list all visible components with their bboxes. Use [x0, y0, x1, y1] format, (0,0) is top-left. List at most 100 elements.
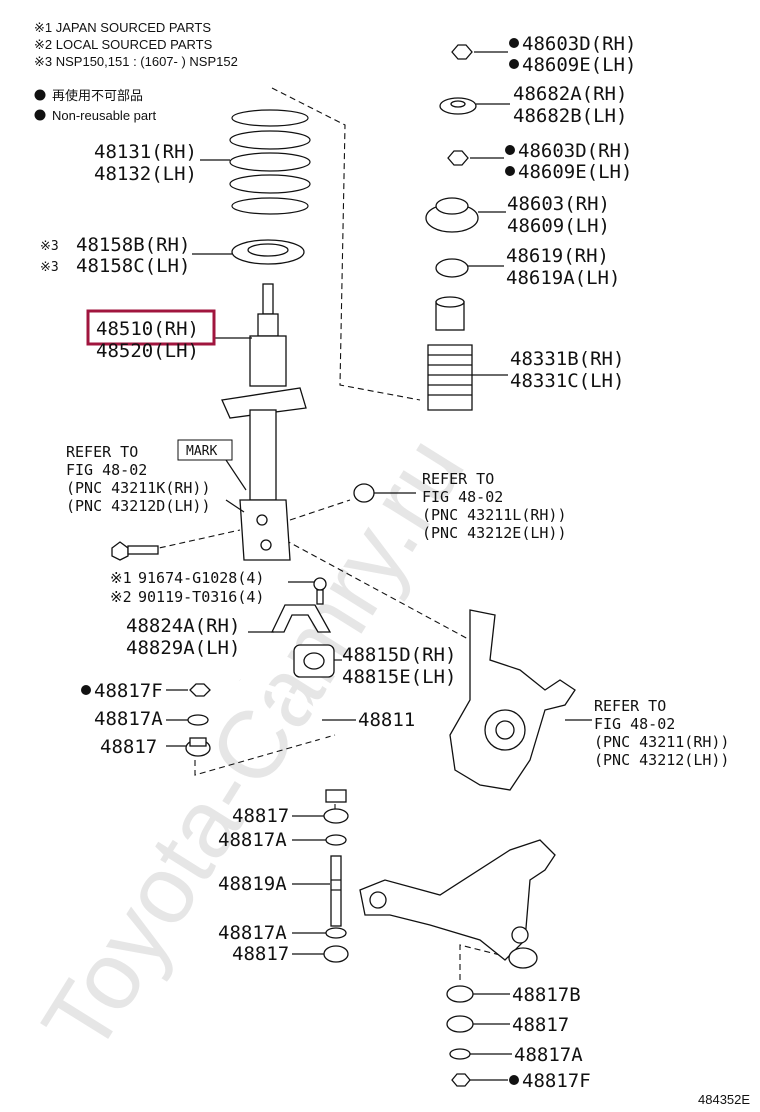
washer-48817a-mid	[325, 834, 347, 846]
nonreusable-dot-icon	[509, 38, 519, 48]
label-48603-rh[interactable]: 48603(RH)	[507, 193, 610, 215]
label-48520-lh[interactable]: 48520(LH)	[96, 340, 199, 362]
label-48682b-lh[interactable]: 48682B(LH)	[513, 105, 627, 127]
note-ref-1-mark: ※1	[110, 569, 132, 587]
label-48603d-rh-2[interactable]: 48603D(RH)	[518, 140, 632, 162]
note-local-sourced: ※2 LOCAL SOURCED PARTS	[34, 37, 213, 52]
note-japan-sourced: ※1 JAPAN SOURCED PARTS	[34, 20, 211, 35]
note-nsp-range: ※3 NSP150,151 : (1607- ) NSP152	[34, 54, 238, 69]
label-48829a-lh[interactable]: 48829A(LH)	[126, 637, 240, 659]
label-48817-top[interactable]: 48817	[100, 736, 157, 758]
refer-pnc-2-rh[interactable]: (PNC 43211L(RH))	[422, 506, 567, 524]
label-48817-mid[interactable]: 48817	[232, 805, 289, 827]
refer-pnc-3-rh[interactable]: (PNC 43211(RH))	[594, 733, 729, 751]
label-48817f-bottom[interactable]: 48817F	[522, 1070, 591, 1092]
steering-knuckle	[449, 609, 576, 791]
cushion-48817-bottom	[446, 1015, 474, 1033]
label-48609e-lh[interactable]: 48609E(LH)	[522, 54, 636, 76]
label-48603d-rh[interactable]: 48603D(RH)	[522, 33, 636, 55]
refer-to-1: REFER TO	[66, 443, 138, 461]
cushion-48817b	[446, 985, 474, 1003]
note-nonreusable-jp: 再使用不可部品	[52, 88, 143, 103]
label-48817a-mid[interactable]: 48817A	[218, 829, 287, 851]
label-48817-bottom[interactable]: 48817	[512, 1014, 569, 1036]
label-48824a-rh[interactable]: 48824A(RH)	[126, 615, 240, 637]
bolt-dash-line	[149, 529, 241, 551]
knuckle-dash-line	[284, 539, 471, 641]
note-ref-3-mark: ※3	[40, 239, 59, 254]
refer-to-2: REFER TO	[422, 470, 494, 488]
label-48158c-lh[interactable]: 48158C(LH)	[76, 255, 190, 277]
nonreusable-dot-icon	[505, 145, 515, 155]
label-48819a[interactable]: 48819A	[218, 873, 287, 895]
label-48510-rh[interactable]: 48510(RH)	[96, 318, 199, 340]
cushion-48817-mid2	[323, 945, 349, 963]
label-48817a-mid2[interactable]: 48817A	[218, 922, 287, 944]
mark-box	[177, 439, 233, 461]
label-48619-rh[interactable]: 48619(RH)	[506, 245, 609, 267]
label-48811[interactable]: 48811	[358, 709, 415, 731]
nut-48817f-bottom	[451, 1073, 471, 1087]
refer-fig-3[interactable]: FIG 48-02	[594, 715, 675, 733]
label-48817a-top[interactable]: 48817A	[94, 708, 163, 730]
label-48331b-rh[interactable]: 48331B(RH)	[510, 348, 624, 370]
link-dash-line	[194, 734, 336, 776]
refer-pnc-3-lh[interactable]: (PNC 43212(LH))	[594, 751, 729, 769]
nonreusable-bullet-icon	[34, 109, 46, 121]
label-48817a-bottom[interactable]: 48817A	[514, 1044, 583, 1066]
label-48609-lh[interactable]: 48609(LH)	[507, 215, 610, 237]
label-48131-rh[interactable]: 48131(RH)	[94, 141, 197, 163]
bumper-boot-48331b	[427, 296, 473, 411]
refer-pnc-1-rh[interactable]: (PNC 43211K(RH))	[66, 479, 211, 497]
bearing-48619	[435, 258, 469, 278]
label-48158b-rh[interactable]: 48158B(RH)	[76, 234, 190, 256]
refer-pnc-1-lh[interactable]: (PNC 43212D(LH))	[66, 497, 211, 515]
label-48815d-rh[interactable]: 48815D(RH)	[342, 644, 456, 666]
label-48682a-rh[interactable]: 48682A(RH)	[513, 83, 627, 105]
nut-48603d	[451, 44, 473, 60]
nonreusable-dot-icon	[509, 1075, 519, 1085]
coil-spring-48131	[229, 109, 311, 215]
note-nonreusable-en: Non-reusable part	[52, 108, 156, 123]
label-48132-lh[interactable]: 48132(LH)	[94, 163, 197, 185]
spring-seat-48158b	[231, 239, 305, 265]
note-ref-2-mark: ※2	[110, 588, 132, 606]
label-91674-g1028[interactable]: 91674-G1028(4)	[138, 569, 264, 587]
stabilizer-bracket-48824a	[270, 604, 332, 633]
lowerarm-dash-line	[459, 944, 521, 980]
label-48609e-lh-2[interactable]: 48609E(LH)	[518, 161, 632, 183]
note-ref-3-mark: ※3	[40, 260, 59, 275]
stabilizer-bushing-48815d	[293, 644, 335, 678]
figure-code: 484352E	[698, 1092, 750, 1107]
refer-pnc-2-lh[interactable]: (PNC 43212E(LH))	[422, 524, 567, 542]
stabilizer-bar-48811	[239, 677, 347, 803]
selected-part-highlight[interactable]	[86, 309, 216, 346]
lower-arm	[359, 839, 556, 969]
refer-fig-1[interactable]: FIG 48-02	[66, 461, 147, 479]
nut-48603d-lower	[447, 150, 469, 166]
link-rod-48819a	[330, 855, 342, 927]
washer-48817a-mid2	[325, 927, 347, 939]
bolt-91674	[313, 577, 327, 605]
mark-label: MARK	[186, 444, 217, 459]
label-48331c-lh[interactable]: 48331C(LH)	[510, 370, 624, 392]
refer-fig-2[interactable]: FIG 48-02	[422, 488, 503, 506]
label-48815e-lh[interactable]: 48815E(LH)	[342, 666, 456, 688]
cushion-48817-mid	[323, 808, 349, 824]
refer-to-3: REFER TO	[594, 697, 666, 715]
washer-48682a	[439, 97, 477, 115]
shock-absorber-48510	[221, 283, 307, 561]
washer-48817a-top	[187, 714, 209, 726]
washer-48817a-bottom	[449, 1048, 471, 1060]
label-48817f-top[interactable]: 48817F	[94, 680, 163, 702]
bolt	[111, 541, 159, 561]
nonreusable-dot-icon	[509, 59, 519, 69]
cushion-48817-top	[185, 737, 211, 757]
label-90119-t0316[interactable]: 90119-T0316(4)	[138, 588, 264, 606]
support-48603	[425, 197, 479, 233]
label-48817-mid2[interactable]: 48817	[232, 943, 289, 965]
label-48619a-lh[interactable]: 48619A(LH)	[506, 267, 620, 289]
label-48817b[interactable]: 48817B	[512, 984, 581, 1006]
nonreusable-dot-icon	[81, 685, 91, 695]
